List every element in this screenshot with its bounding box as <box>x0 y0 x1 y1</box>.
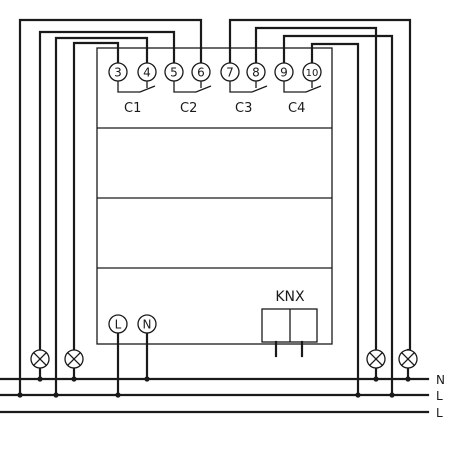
contact-c2 <box>173 81 212 93</box>
channel-label-c1: C1 <box>124 101 141 116</box>
wire-terminal-10-to-L <box>310 42 360 397</box>
svg-text:9: 9 <box>280 66 288 80</box>
svg-text:4: 4 <box>143 66 151 80</box>
wire-terminal-4-to-L <box>54 36 149 397</box>
wire-terminal-9-to-L <box>282 34 394 397</box>
terminal-7: 7 <box>220 62 240 82</box>
lamp-4-icon <box>398 349 418 369</box>
svg-text:6: 6 <box>197 66 205 80</box>
terminal-8: 8 <box>246 62 266 82</box>
actuator-housing <box>96 47 333 345</box>
power-terminal-N: N <box>137 314 157 334</box>
wire-terminal-3-to-lamp-2 <box>72 41 120 352</box>
svg-text:L: L <box>115 318 122 332</box>
channel-label-c4: C4 <box>288 101 305 116</box>
terminal-4: 4 <box>137 62 157 82</box>
terminal-10: 10 <box>302 62 322 82</box>
channel-label-c2: C2 <box>180 101 197 116</box>
contact-c4 <box>283 81 322 93</box>
channel-label-c3: C3 <box>235 101 252 116</box>
bus-line-label-N: N <box>436 373 445 387</box>
svg-text:N: N <box>143 318 152 332</box>
terminal-3: 3 <box>108 62 128 82</box>
terminal-6: 6 <box>191 62 211 82</box>
bus-line-label-L2: L <box>436 406 443 420</box>
svg-text:7: 7 <box>226 66 234 80</box>
contact-c3 <box>229 81 268 93</box>
wire-terminal-7-to-L <box>228 18 412 352</box>
bus-line-label-L1: L <box>436 389 443 403</box>
wire-terminal-6-to-L <box>18 18 203 397</box>
svg-text:5: 5 <box>170 66 178 80</box>
lamp-2-icon <box>64 349 84 369</box>
lamp-1-icon <box>30 349 50 369</box>
power-terminal-L: L <box>108 314 128 334</box>
wire-terminal-5-to-lamp-1 <box>38 30 176 352</box>
knx-label: KNX <box>275 289 305 305</box>
wire-terminal-8-to-lamp-3 <box>254 26 378 352</box>
contact-c1 <box>117 81 156 93</box>
lamp-3-icon <box>366 349 386 369</box>
junction-dots <box>17 376 411 398</box>
svg-text:10: 10 <box>306 68 319 79</box>
svg-text:8: 8 <box>252 66 260 80</box>
svg-text:3: 3 <box>114 66 122 80</box>
terminal-5: 5 <box>164 62 184 82</box>
terminal-9: 9 <box>274 62 294 82</box>
